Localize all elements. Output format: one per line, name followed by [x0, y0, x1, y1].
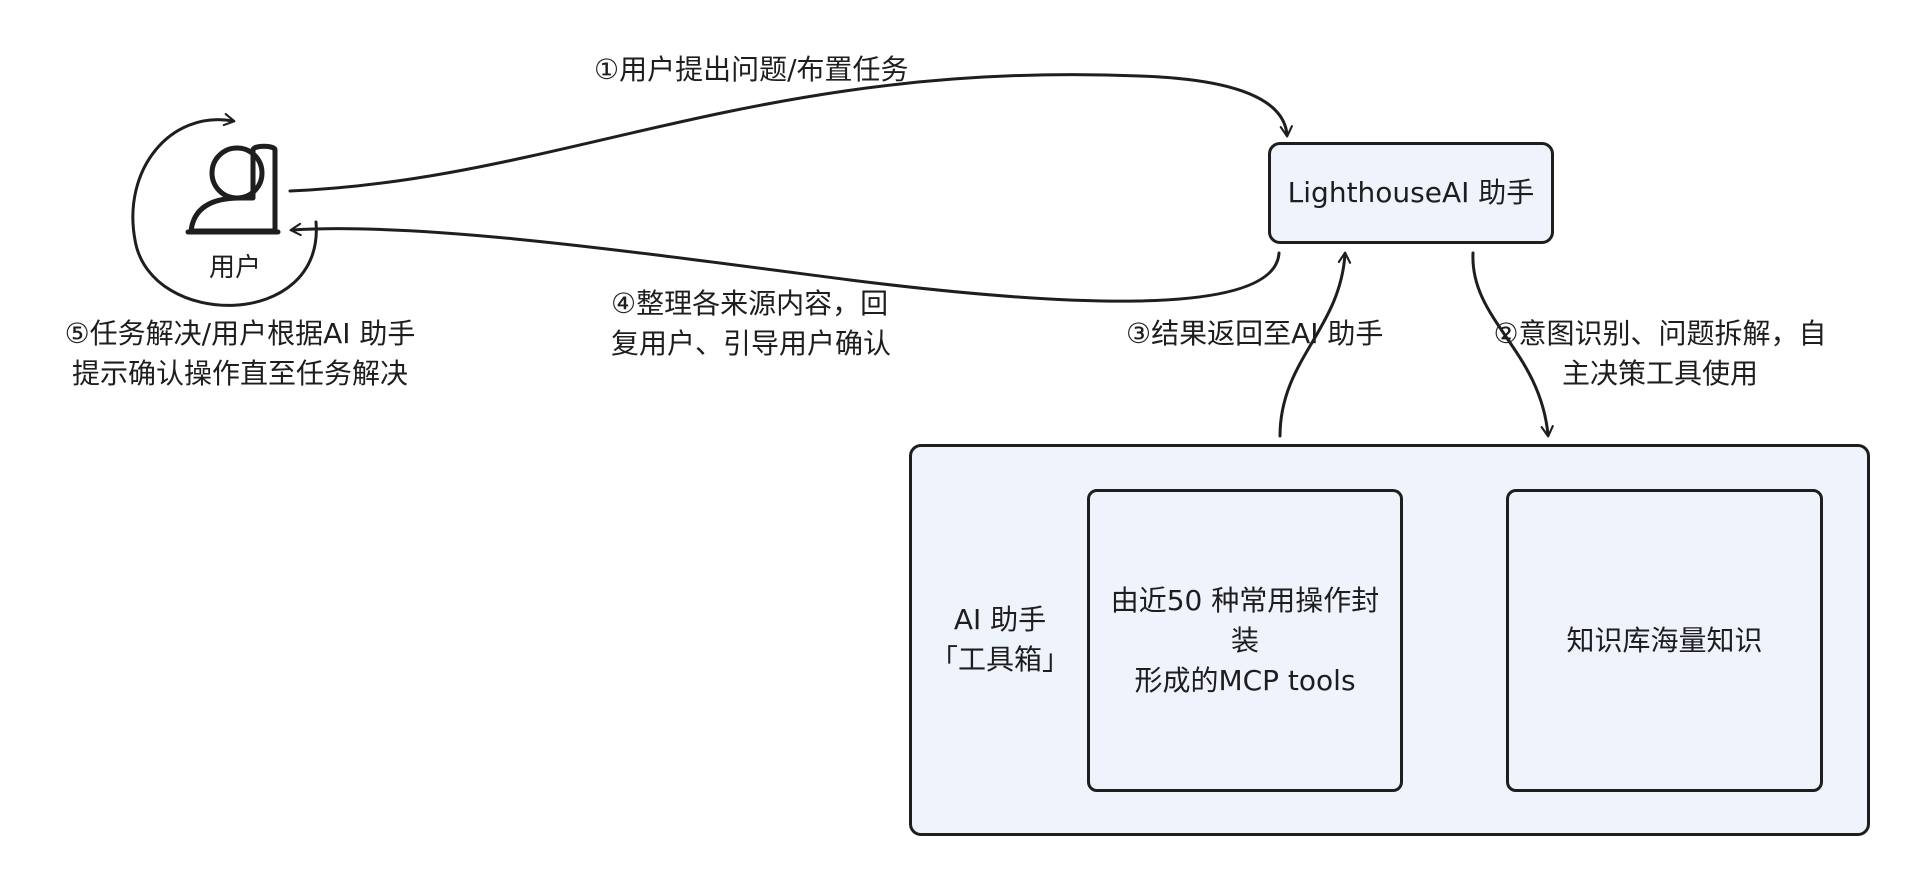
mcp-tools-line2: 形成的MCP tools	[1134, 663, 1356, 697]
toolbox-title-line2: 「工具箱」	[929, 643, 1070, 676]
mcp-tools-node: 由近50 种常用操作封装 形成的MCP tools	[1087, 489, 1403, 792]
toolbox-title-line1: AI 助手	[953, 603, 1047, 636]
arrow-assistant-to-knowledge	[1471, 251, 1554, 438]
step2-label: ②意图识别、问题拆解，自 主决策工具使用	[1455, 314, 1865, 394]
step4-label: ④整理各来源内容，回 复用户、引导用户确认	[611, 284, 891, 364]
step2-line1: ②意图识别、问题拆解，自	[1493, 317, 1827, 350]
step3-label: ③结果返回至AI 助手	[1126, 317, 1384, 350]
step1-label: ①用户提出问题/布置任务	[594, 53, 909, 86]
step2-line2: 主决策工具使用	[1561, 357, 1758, 390]
knowledge-node-label: 知识库海量知识	[1566, 623, 1763, 657]
arrow-user-to-assistant	[288, 73, 1293, 193]
step5-line1: ⑤任务解决/用户根据AI 助手	[64, 317, 416, 350]
step5-label: ⑤任务解决/用户根据AI 助手 提示确认操作直至任务解决	[40, 314, 440, 394]
user-icon	[185, 143, 281, 235]
arrow-toolbox-to-assistant	[1278, 251, 1352, 438]
step5-line2: 提示确认操作直至任务解决	[71, 357, 408, 390]
step4-line1: ④整理各来源内容，回	[611, 287, 889, 320]
assistant-node: LighthouseAI 助手	[1268, 142, 1554, 244]
mcp-tools-line1: 由近50 种常用操作封装	[1110, 583, 1380, 657]
mcp-tools-node-label: 由近50 种常用操作封装 形成的MCP tools	[1090, 492, 1400, 789]
toolbox-title: AI 助手 「工具箱」	[925, 600, 1075, 680]
step4-line2: 复用户、引导用户确认	[611, 327, 892, 360]
user-label: 用户	[208, 253, 261, 283]
assistant-node-label: LighthouseAI 助手	[1287, 176, 1535, 209]
arrow-assistant-to-user	[289, 222, 1281, 303]
knowledge-node: 知识库海量知识	[1506, 489, 1823, 792]
arrow-user-self-loop	[131, 112, 318, 307]
